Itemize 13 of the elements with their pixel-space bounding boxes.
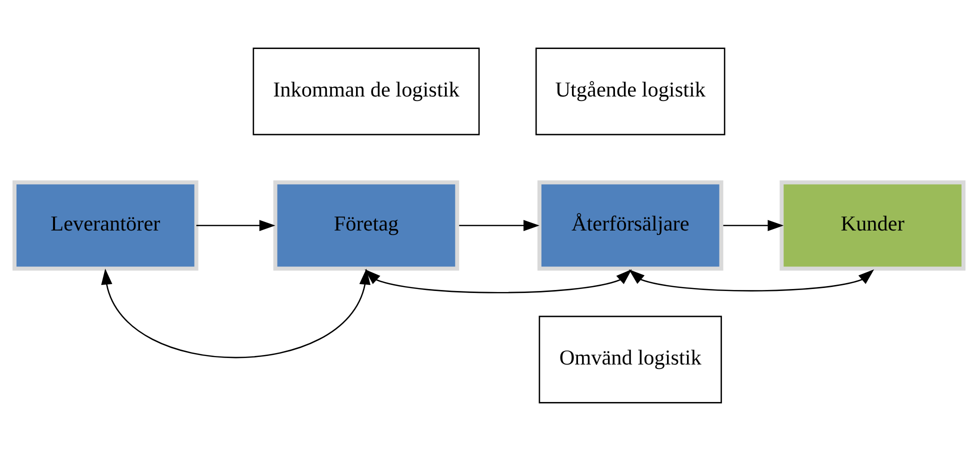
arrow xyxy=(723,219,784,231)
arrow xyxy=(101,268,370,358)
node-box: Återförsäljare xyxy=(537,180,724,270)
node-box: Kunder xyxy=(780,180,966,270)
node-box: Leverantörer xyxy=(12,180,198,270)
node-box: Omvänd logistik xyxy=(538,315,722,403)
arrow xyxy=(459,219,540,231)
node-box: Företag xyxy=(273,180,460,270)
arrow xyxy=(628,268,874,291)
arrow xyxy=(364,268,632,293)
arrow xyxy=(196,219,276,231)
node-box: Utgående logistik xyxy=(535,47,726,135)
node-box: Inkomman de logistik xyxy=(252,47,480,135)
